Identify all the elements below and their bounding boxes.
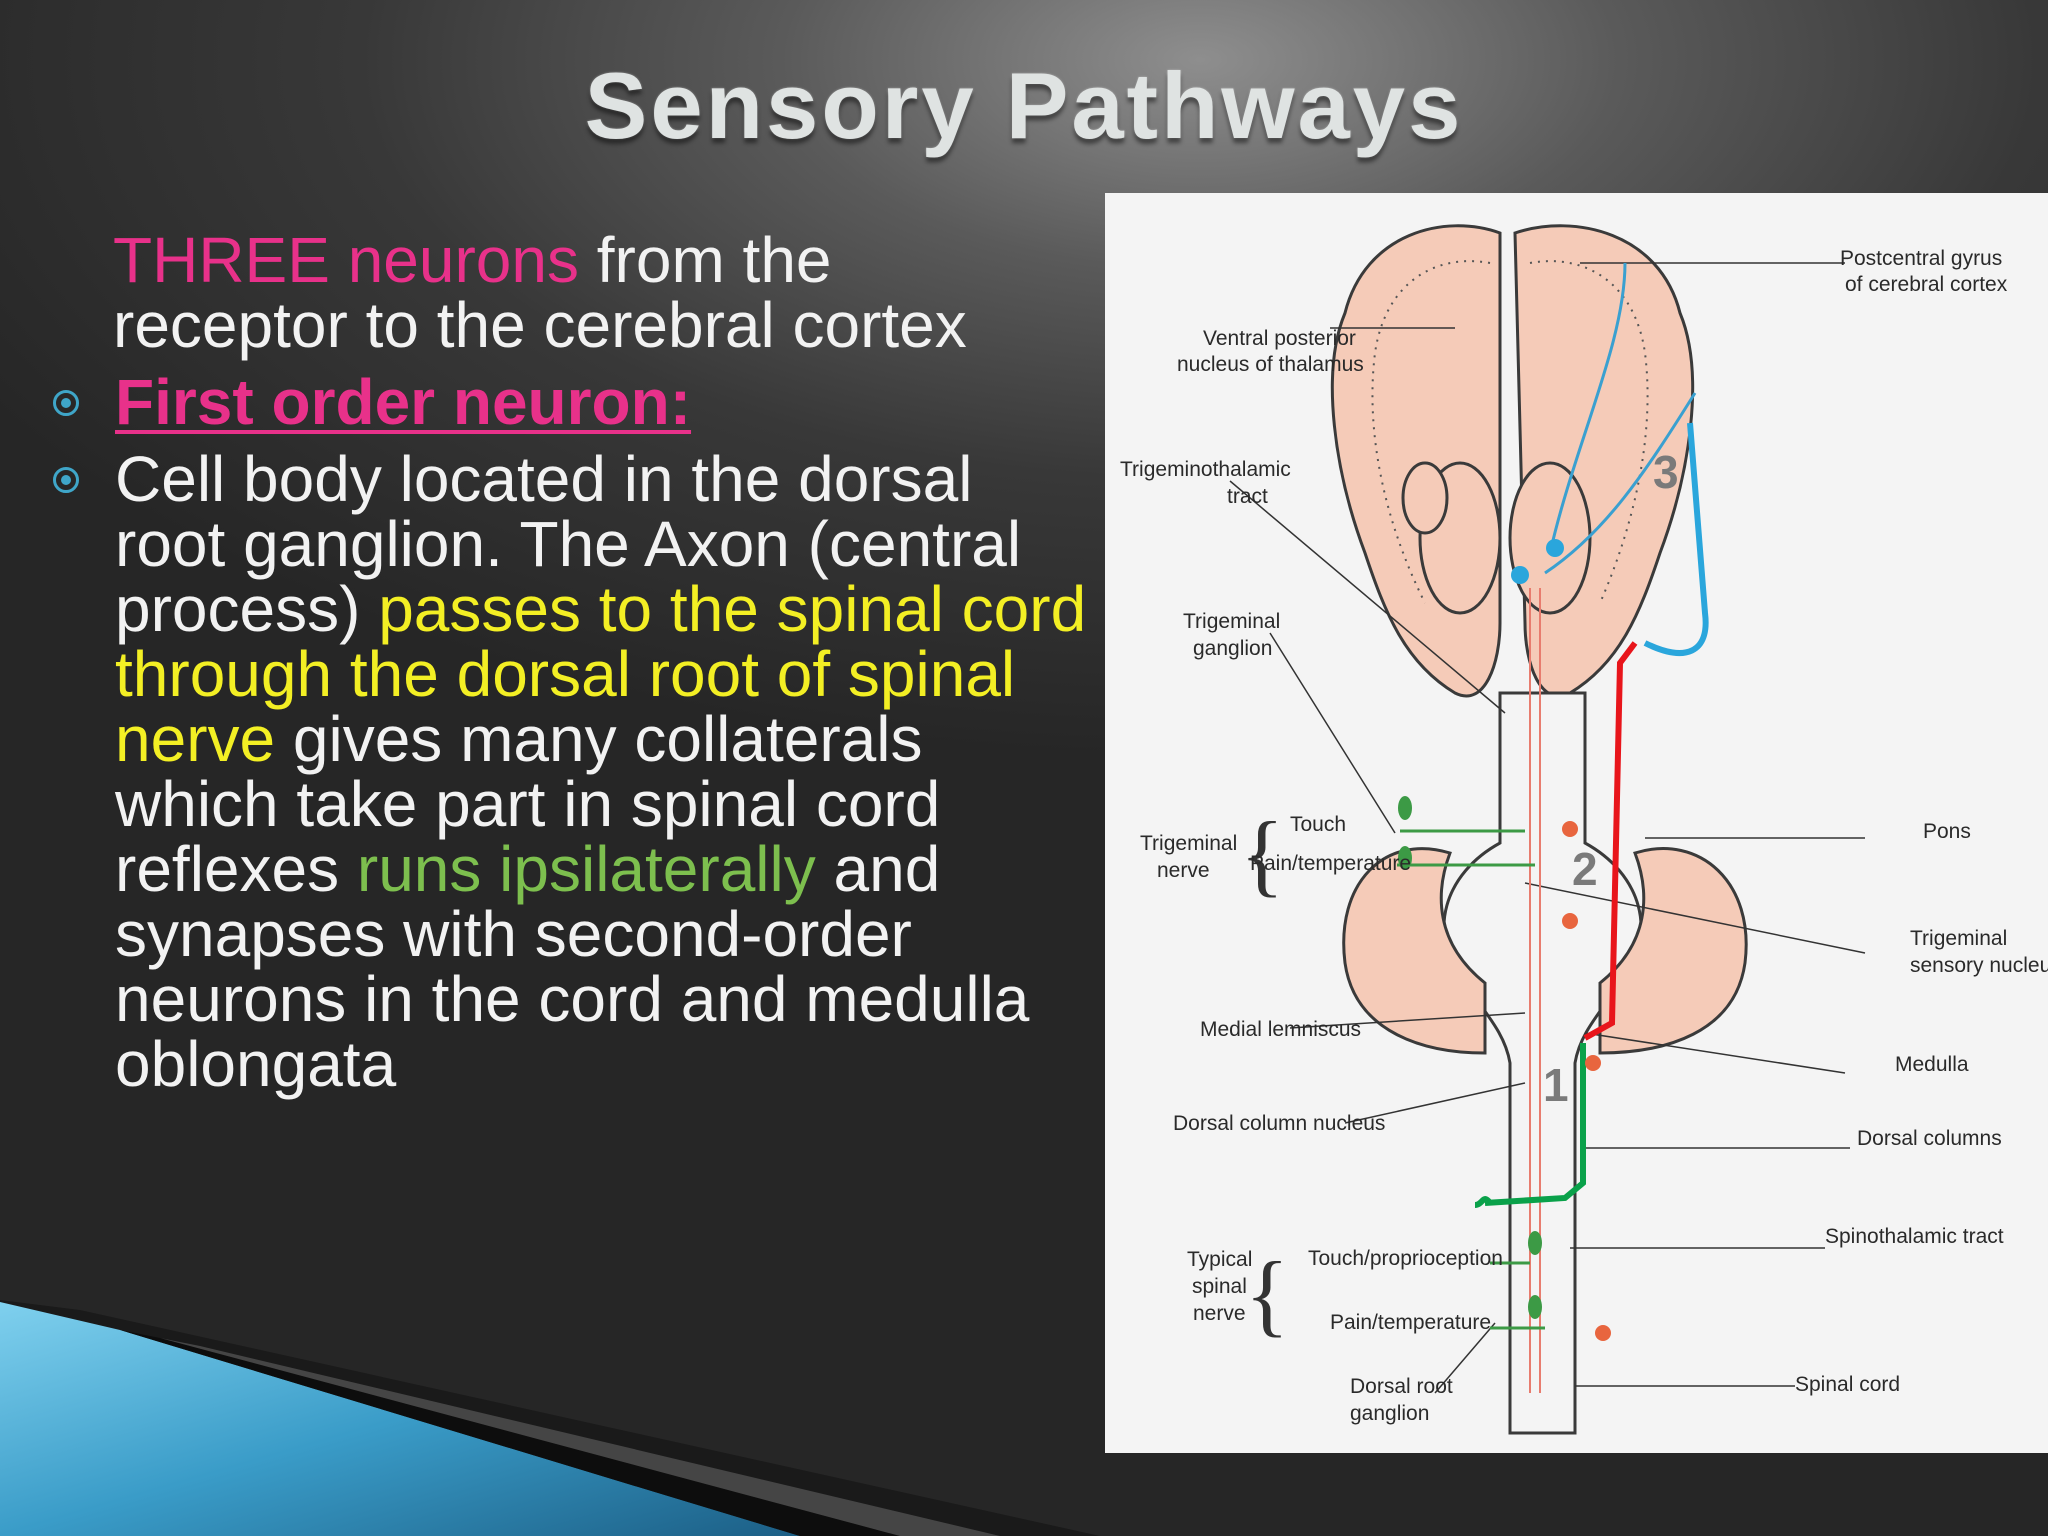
decorative-swoosh [0,1300,1100,1536]
neuron-number-1: 1 [1543,1059,1569,1111]
label-touch: Touch [1290,813,1346,836]
neuron-number-2: 2 [1572,843,1598,895]
label-ventral-posterior-2: nucleus of thalamus [1177,353,1364,376]
label-pain-temperature-2: Pain/temperature [1330,1311,1491,1334]
label-trigeminal-ganglion: Trigeminal [1183,610,1280,633]
label-spinal: spinal [1192,1275,1247,1298]
label-nerve: nerve [1193,1302,1246,1325]
label-trigeminal-ganglion-2: ganglion [1193,637,1272,660]
label-medial-lemniscus: Medial lemniscus [1200,1018,1361,1041]
neuron-number-3: 3 [1653,446,1679,498]
label-touch-proprioception: Touch/proprioception [1308,1247,1503,1270]
label-dorsal-column-nucleus: Dorsal column nucleus [1173,1112,1385,1135]
label-ventral-posterior: Ventral posterior [1203,327,1356,350]
label-trigeminal-nerve-2: nerve [1157,859,1210,882]
label-trigeminal-sensory-2: sensory nucleus [1910,954,2048,977]
label-dorsal-columns: Dorsal columns [1857,1127,2002,1150]
label-dorsal-root-ganglion: ganglion [1350,1402,1429,1425]
slide-body: THREE neurons from the receptor to the c… [53,224,1095,1097]
bullet-icon [53,390,79,416]
label-trigeminothalamic-2: tract [1227,485,1268,508]
bullet-icon [53,467,79,493]
third-order-pathway [1643,422,1709,656]
label-spinal-cord: Spinal cord [1795,1373,1900,1396]
intro-text: THREE neurons from the receptor to the c… [113,224,967,361]
label-typical: Typical [1187,1248,1252,1271]
label-dorsal-root: Dorsal root [1350,1375,1453,1398]
bullet-description: Cell body located in the dorsal root gan… [53,447,1095,1097]
label-spinothalamic-tract: Spinothalamic tract [1825,1225,2004,1248]
label-trigeminal-nerve: Trigeminal [1140,832,1237,855]
brain-outline [1330,224,1695,698]
label-trigeminothalamic: Trigeminothalamic [1120,458,1291,481]
label-medulla: Medulla [1895,1053,1969,1076]
label-pons: Pons [1923,820,1971,843]
label-postcentral-gyrus: Postcentral gyrus [1840,247,2002,270]
label-trigeminal-sensory: Trigeminal [1910,927,2007,950]
neural-pathway-figure: Postcentral gyrus of cerebral cortex Ven… [1105,193,2048,1453]
label-pain-temperature: Pain/temperature [1250,852,1411,875]
svg-text:{: { [1240,803,1284,905]
svg-text:{: { [1245,1243,1289,1345]
second-order-pathway [1583,641,1638,1041]
first-order-pathway [1474,1043,1586,1208]
label-postcentral-gyrus-2: of cerebral cortex [1845,273,2008,296]
first-order-heading: First order neuron: [115,366,692,438]
slide-title: Sensory Pathways [584,53,1464,158]
bullet-first-order: First order neuron: [53,370,1095,435]
